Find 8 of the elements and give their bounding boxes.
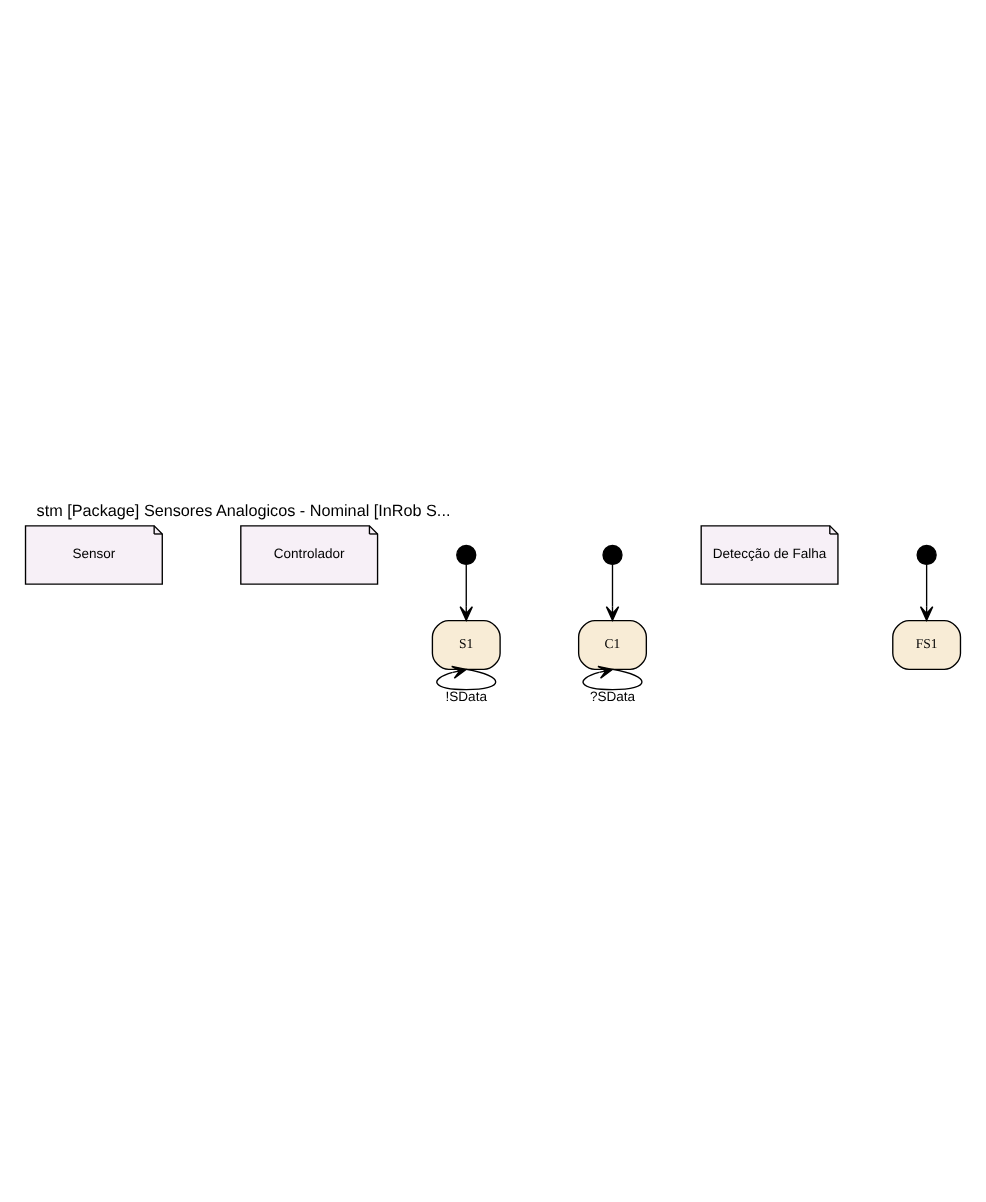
node-circle bbox=[916, 544, 937, 566]
node-circle bbox=[456, 544, 477, 566]
node-circle bbox=[602, 544, 623, 566]
arrow bbox=[919, 564, 934, 621]
arrow bbox=[459, 564, 474, 621]
arrow bbox=[436, 665, 497, 691]
arrow bbox=[605, 564, 620, 621]
arrow bbox=[582, 665, 643, 691]
